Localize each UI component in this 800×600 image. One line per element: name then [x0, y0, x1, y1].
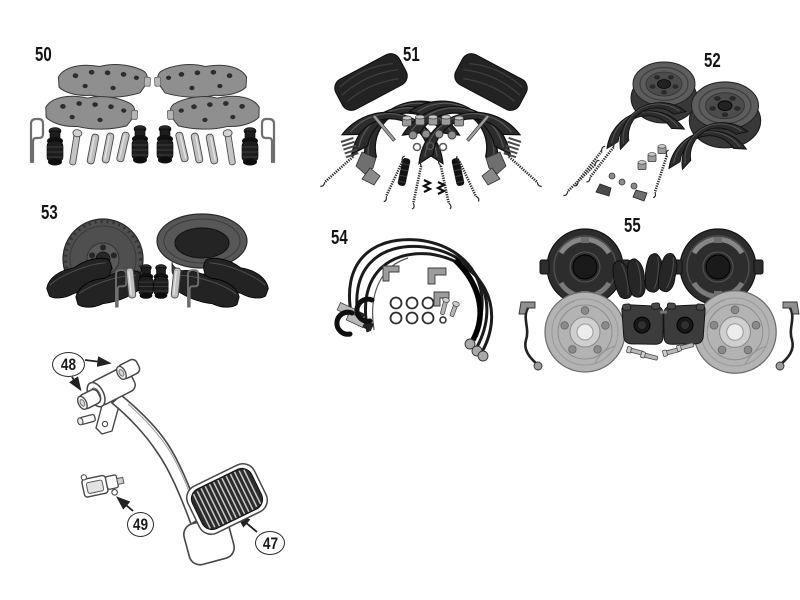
kit-53-rotor-pad-set[interactable]	[43, 213, 273, 311]
shoe-fan-left	[319, 50, 459, 187]
rear-rotor-right	[693, 290, 777, 374]
caliper-left	[621, 300, 669, 347]
callout-47[interactable]: 47	[255, 531, 285, 555]
callout-49[interactable]: 49	[127, 512, 154, 537]
pad-hardware-set-left	[31, 63, 151, 166]
kit-51-brake-shoe-set[interactable]	[319, 50, 542, 211]
callout-47-number: 47	[262, 533, 278, 553]
hose-clips	[334, 296, 375, 337]
kit-label-51: 51	[403, 44, 420, 66]
kit-label-55: 55	[624, 215, 641, 237]
bracket-bolt	[77, 413, 96, 426]
brake-pedal-pad	[185, 463, 269, 535]
kit-label-54: 54	[331, 227, 348, 249]
brake-hoses	[347, 238, 493, 353]
rear-hose-left	[518, 301, 543, 371]
kit-54-brake-hose-set[interactable]	[334, 238, 493, 362]
kit-label-53: 53	[41, 202, 58, 224]
callout-48-number: 48	[60, 355, 77, 374]
shoe-hardware-center	[381, 114, 481, 211]
kit-50-front-brake-pad-set[interactable]	[31, 63, 274, 166]
caliper-bolts	[625, 341, 695, 362]
brake-pedal-assembly[interactable]	[69, 356, 272, 567]
kit-label-50: 50	[35, 44, 52, 66]
kit-label-52: 52	[704, 50, 721, 72]
brake-light-switch	[80, 474, 125, 498]
kit-52-brake-drum-set[interactable]	[561, 61, 762, 202]
drum-hardware	[561, 140, 672, 202]
pad-hardware-set-right	[154, 63, 274, 166]
hose-fittings	[336, 302, 489, 362]
callout-49-number: 49	[132, 515, 149, 534]
rear-rotor-left	[544, 291, 626, 373]
caliper-right	[658, 300, 706, 347]
kit-55-rear-disc-brake-set[interactable]	[518, 229, 800, 374]
callout-48[interactable]: 48	[52, 352, 85, 377]
hose-brackets-washers	[382, 265, 460, 325]
rear-hose-right	[775, 301, 800, 371]
